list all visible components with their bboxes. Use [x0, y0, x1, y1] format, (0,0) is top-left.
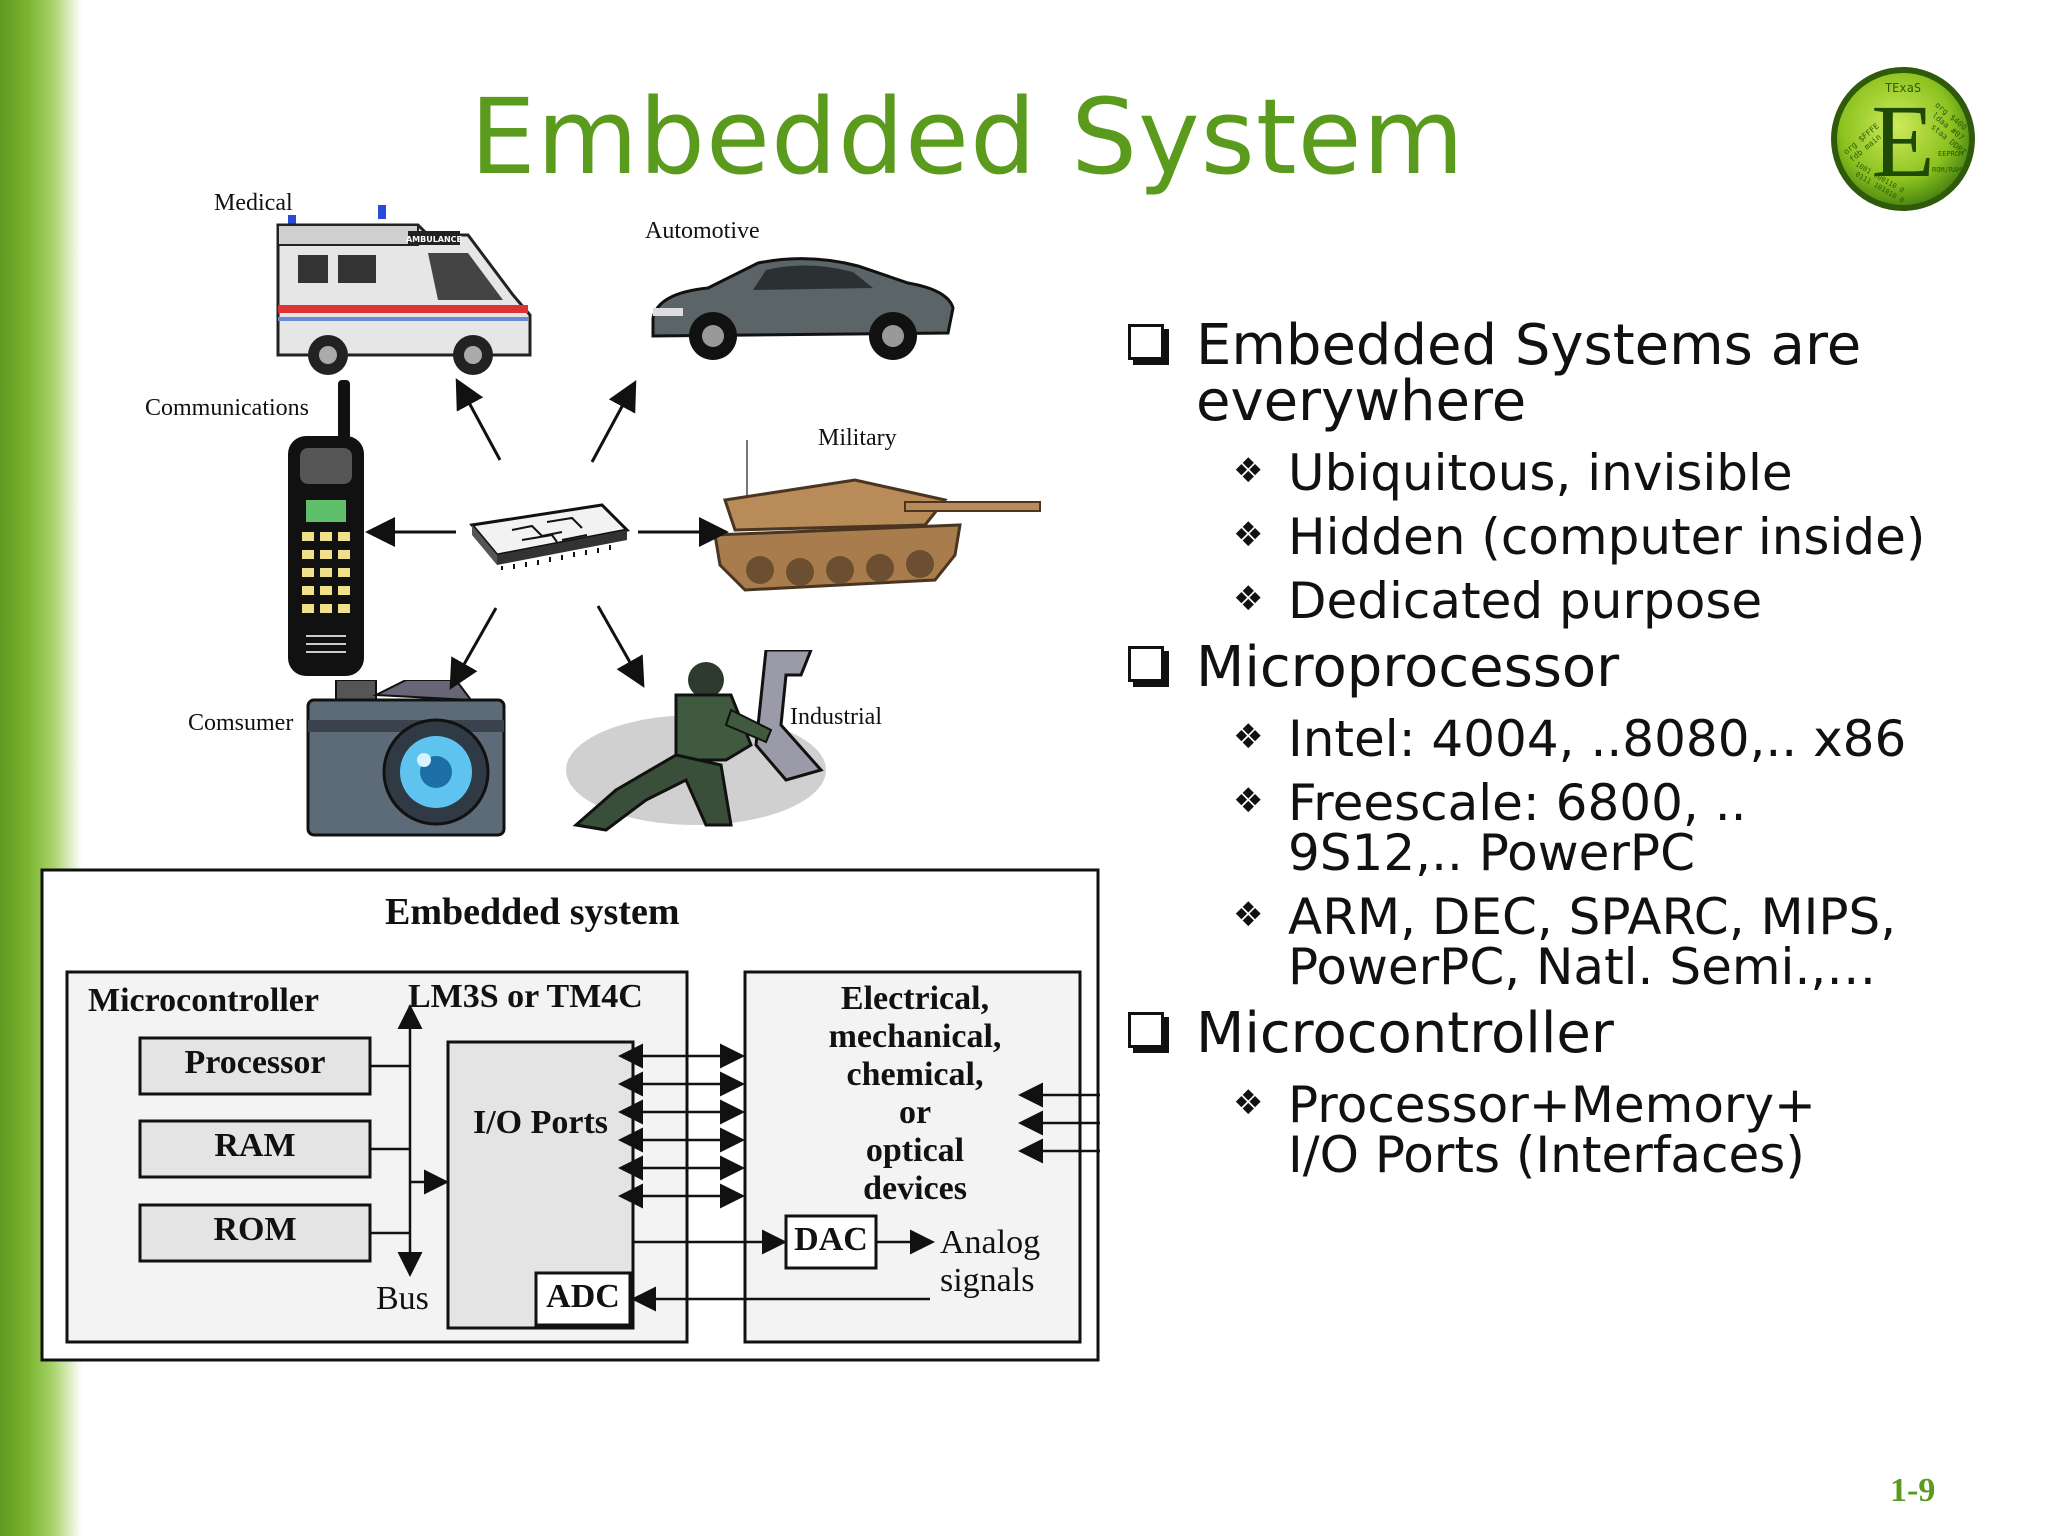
industrial-worker-icon	[566, 650, 826, 832]
processor-block: Processor	[184, 1044, 326, 1081]
bullet-microcontroller: Microcontroller	[1128, 1006, 2028, 1062]
svg-text:ROM/RAM: ROM/RAM	[1932, 166, 1962, 174]
car-icon	[651, 257, 955, 360]
sub-bullet: ❖Ubiquitous, invisible	[1233, 444, 1793, 502]
slide-title: Embedded System	[470, 76, 1465, 198]
part-number-label: LM3S or TM4C	[408, 978, 643, 1015]
bus-label: Bus	[376, 1280, 429, 1317]
cell-phone-icon	[288, 380, 364, 676]
microcontroller-label: Microcontroller	[88, 982, 319, 1019]
bullet-microprocessor: Microprocessor	[1128, 640, 2028, 696]
sub-bullet: ❖Dedicated purpose	[1233, 572, 1763, 630]
ambulance-icon: AMBULANCE	[276, 205, 532, 375]
label-medical: Medical	[214, 190, 293, 216]
label-military: Military	[818, 425, 897, 451]
sub-bullet: ❖Hidden (computer inside)	[1233, 508, 1926, 566]
label-communications: Communications	[145, 395, 309, 421]
rom-block: ROM	[213, 1211, 297, 1248]
io-ports-block: I/O Ports	[472, 1104, 609, 1141]
bullet-embedded-systems: Embedded Systems are everywhere	[1128, 318, 2028, 430]
label-industrial: Industrial	[790, 704, 882, 730]
svg-text:EEPROM: EEPROM	[1938, 150, 1963, 158]
sub-bullet: ❖ARM, DEC, SPARC, MIPS, PowerPC, Natl. S…	[1233, 888, 1897, 996]
svg-text:AMBULANCE: AMBULANCE	[406, 235, 462, 244]
diamond-bullet-icon: ❖	[1233, 515, 1264, 555]
diamond-bullet-icon: ❖	[1233, 781, 1264, 821]
label-consumer: Comsumer	[188, 710, 294, 736]
dac-block: DAC	[794, 1221, 868, 1258]
diamond-bullet-icon: ❖	[1233, 895, 1264, 935]
diamond-bullet-icon: ❖	[1233, 451, 1264, 491]
diamond-bullet-icon: ❖	[1233, 717, 1264, 757]
diagram-title: Embedded system	[385, 891, 680, 933]
svg-text:TExaS: TExaS	[1885, 81, 1921, 95]
adc-block: ADC	[546, 1278, 620, 1315]
bullet-list: Embedded Systems are everywhere ❖Ubiquit…	[1128, 318, 2028, 1194]
sub-bullet: ❖Processor+Memory+ I/O Ports (Interfaces…	[1233, 1076, 1816, 1184]
ram-block: RAM	[214, 1127, 296, 1164]
diamond-bullet-icon: ❖	[1233, 579, 1264, 619]
square-bullet-icon	[1128, 646, 1164, 682]
application-arrows	[365, 378, 729, 690]
label-automotive: Automotive	[645, 218, 760, 244]
sub-bullet: ❖Freescale: 6800, .. 9S12,.. PowerPC	[1233, 774, 1747, 882]
square-bullet-icon	[1128, 1012, 1164, 1048]
diagram-shapes	[40, 868, 1100, 1362]
tank-icon	[713, 440, 1041, 592]
page-number: 1-9	[1890, 1472, 1936, 1509]
diamond-bullet-icon: ❖	[1233, 1083, 1264, 1123]
texas-e-logo-icon: TExaS E org $FFFE fdb main org $400 ldaa…	[1831, 67, 1975, 211]
embedded-system-diagram: Embedded system Microcontroller LM3S or …	[40, 868, 1100, 1364]
devices-label: Electrical, mechanical, chemical, or opt…	[828, 980, 1002, 1207]
camera-icon	[306, 680, 506, 837]
analog-signals-label: Analog signals	[940, 1224, 1041, 1299]
svg-text:E: E	[1871, 84, 1935, 199]
sub-bullet: ❖Intel: 4004, ..8080,.. x86	[1233, 710, 1907, 768]
chip-icon	[469, 503, 631, 570]
square-bullet-icon	[1128, 324, 1164, 360]
